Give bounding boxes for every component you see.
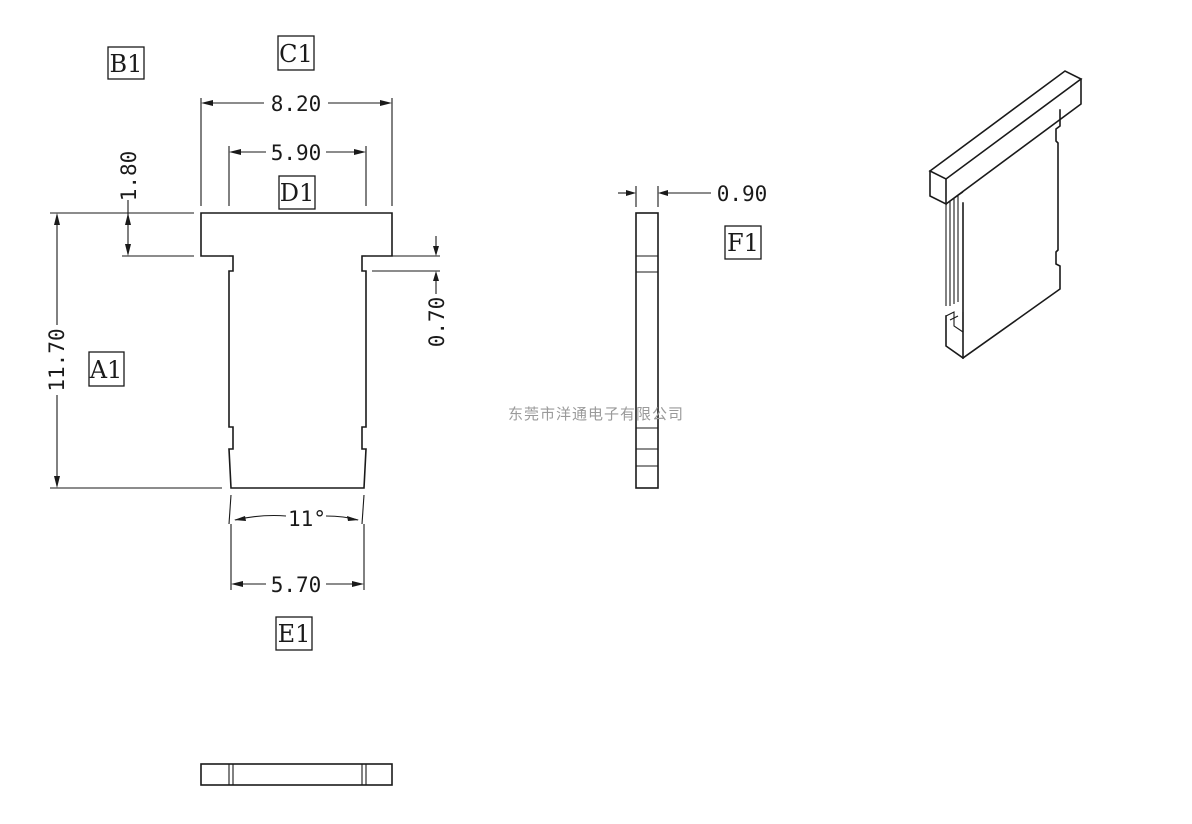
front-view: [200, 212, 393, 489]
dim-taper-angle: 11°: [228, 494, 365, 531]
dim-head-height-label: 1.80: [117, 151, 141, 202]
svg-text:E1: E1: [278, 620, 311, 648]
view-label-a1: A1: [88, 351, 125, 387]
view-label-c1: C1: [277, 35, 315, 71]
dim-notch-depth: 0.70: [372, 236, 449, 347]
dim-thickness-label: 0.90: [717, 182, 768, 206]
front-view-outline: [200, 212, 393, 489]
dim-total-height-label: 11.70: [45, 328, 69, 391]
bottom-view: [200, 763, 393, 786]
bottom-view-outline: [200, 763, 393, 786]
dim-taper-angle-label: 11°: [288, 507, 326, 531]
view-label-b1: B1: [107, 46, 145, 80]
side-view-outline: [635, 212, 659, 489]
dim-overall-width-label: 8.20: [271, 92, 322, 116]
watermark-text: 东莞市洋通电子有限公司: [508, 405, 684, 423]
svg-text:A1: A1: [89, 356, 123, 384]
dim-notch-depth-label: 0.70: [425, 297, 449, 348]
view-label-d1: D1: [278, 175, 316, 210]
dim-total-height: 11.70: [45, 212, 222, 489]
dim-inner-width-label: 5.90: [271, 141, 322, 165]
svg-text:B1: B1: [110, 50, 143, 78]
view-label-e1: E1: [275, 616, 313, 651]
dim-bottom-width-label: 5.70: [271, 573, 322, 597]
view-label-f1: F1: [724, 225, 762, 260]
isometric-view: [928, 70, 1083, 360]
svg-text:C1: C1: [279, 40, 313, 68]
dim-inner-width: 5.90: [228, 141, 367, 206]
dim-bottom-width: 5.70: [230, 524, 365, 597]
svg-text:F1: F1: [727, 229, 759, 257]
dim-head-height: 1.80: [117, 151, 194, 257]
svg-text:D1: D1: [280, 179, 315, 207]
side-view: [635, 212, 659, 489]
dim-thickness: 0.90: [618, 182, 767, 207]
dim-overall-width: 8.20: [200, 92, 393, 206]
